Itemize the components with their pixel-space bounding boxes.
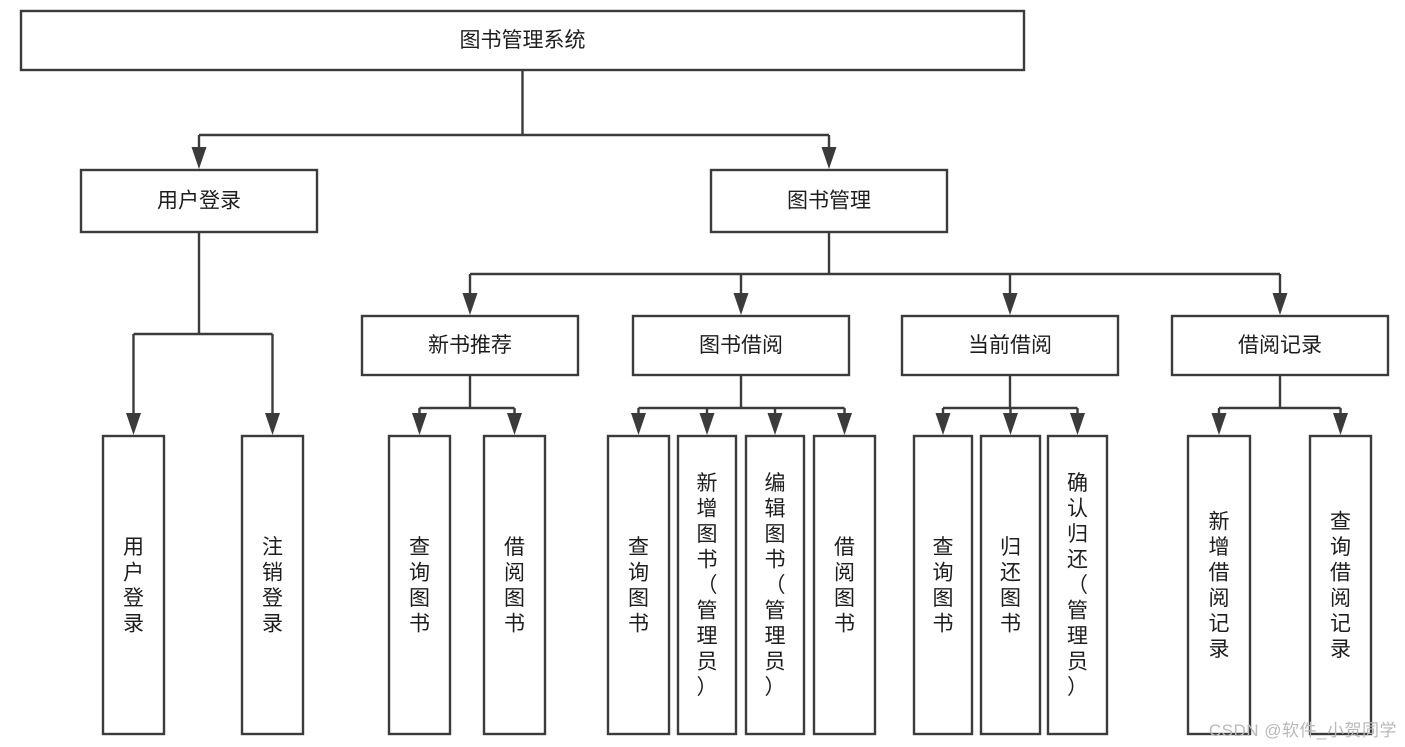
edge-arrowhead [837,413,852,435]
node-box-leaf-edit-book[interactable] [744,434,806,736]
node-current-borrow[interactable]: 当前借阅 [900,314,1120,377]
node-box-leaf-query-borrow-record[interactable] [1308,434,1373,736]
edge-arrowhead [1002,293,1018,315]
node-leaf-borrow-book[interactable]: 借阅图书 [812,434,877,736]
node-box-leaf-user-login[interactable] [101,434,166,736]
edge-arrowhead [935,413,951,435]
edge-arrowhead [412,413,427,435]
node-leaf-logout[interactable]: 注销登录 [240,434,305,736]
node-box-leaf-query-book-rec[interactable] [387,434,452,736]
csdn-watermark: CSDN @软件_小贺同学 [1208,721,1397,740]
node-label-leaf-add-borrow-record: 新增借阅记录 [1209,510,1230,661]
node-leaf-add-borrow-record[interactable]: 新增借阅记录 [1186,434,1252,736]
edge-arrowhead [1211,413,1227,435]
node-label-leaf-borrow-book: 借阅图书 [834,536,855,636]
node-user-login[interactable]: 用户登录 [79,168,319,234]
node-box-leaf-add-book[interactable] [676,434,738,736]
node-leaf-query-borrow-record[interactable]: 查询借阅记录 [1308,434,1373,736]
node-leaf-query-book-borrow[interactable]: 查询图书 [606,434,671,736]
edge-arrowhead [1272,293,1288,315]
node-box-leaf-query-book-current[interactable] [912,434,974,736]
node-label-leaf-logout: 注销登录 [262,536,283,636]
node-leaf-return-book[interactable]: 归还图书 [979,434,1042,736]
node-box-leaf-return-book[interactable] [979,434,1042,736]
node-new-book-recommend[interactable]: 新书推荐 [360,314,580,377]
node-borrow-record[interactable]: 借阅记录 [1170,314,1390,377]
node-label-leaf-confirm-return: 确认归还（管理员） [1067,472,1088,699]
edge-arrowhead [631,413,646,435]
node-label-current-borrow: 当前借阅 [968,334,1052,357]
node-book-borrow[interactable]: 图书借阅 [631,314,851,377]
node-leaf-query-book-current[interactable]: 查询图书 [912,434,974,736]
node-label-leaf-query-book-current: 查询图书 [933,536,954,636]
node-label-new-book-recommend: 新书推荐 [428,334,512,357]
node-label-leaf-query-book-rec: 查询图书 [409,536,430,636]
node-label-leaf-query-book-borrow: 查询图书 [628,536,649,636]
node-leaf-add-book[interactable]: 新增图书（管理员） [676,434,738,736]
node-label-root: 图书管理系统 [460,29,586,52]
nodes-layer: 图书管理系统用户登录图书管理新书推荐图书借阅当前借阅借阅记录用户登录注销登录查询… [19,9,1390,736]
node-box-user-login[interactable] [79,168,319,234]
node-leaf-user-login[interactable]: 用户登录 [101,434,166,736]
edge-arrowhead [265,413,280,435]
node-box-leaf-query-book-borrow[interactable] [606,434,671,736]
node-label-user-login: 用户登录 [157,190,241,213]
edge-arrowhead [507,413,522,435]
edge-arrowhead [191,147,207,169]
node-label-leaf-borrow-book-rec: 借阅图书 [504,536,525,636]
edge-arrowhead [733,293,749,315]
edge-arrowhead [821,147,837,169]
node-box-leaf-borrow-book-rec[interactable] [482,434,547,736]
edge-arrowhead [1070,413,1085,435]
node-box-leaf-logout[interactable] [240,434,305,736]
node-box-borrow-record[interactable] [1170,314,1390,377]
node-box-book-borrow[interactable] [631,314,851,377]
node-book-management[interactable]: 图书管理 [709,168,949,234]
edge-arrowhead [126,413,141,435]
edges-layer [126,70,1348,435]
node-label-book-borrow: 图书借阅 [699,334,783,357]
node-leaf-edit-book[interactable]: 编辑图书（管理员） [744,434,806,736]
node-box-leaf-confirm-return[interactable] [1046,434,1109,736]
node-leaf-borrow-book-rec[interactable]: 借阅图书 [482,434,547,736]
node-label-leaf-return-book: 归还图书 [1000,536,1021,636]
node-label-leaf-add-book: 新增图书（管理员） [697,472,718,699]
node-label-leaf-edit-book: 编辑图书（管理员） [765,472,786,699]
node-label-leaf-query-borrow-record: 查询借阅记录 [1330,510,1351,661]
edge-arrowhead [699,413,715,435]
node-label-book-management: 图书管理 [787,190,871,213]
node-label-leaf-user-login: 用户登录 [123,536,144,636]
node-leaf-query-book-rec[interactable]: 查询图书 [387,434,452,736]
node-box-leaf-add-borrow-record[interactable] [1186,434,1252,736]
node-box-leaf-borrow-book[interactable] [812,434,877,736]
edge-arrowhead [1003,413,1018,435]
node-box-root[interactable] [19,9,1026,72]
edge-arrowhead [767,413,783,435]
node-label-borrow-record: 借阅记录 [1238,334,1322,357]
node-leaf-confirm-return[interactable]: 确认归还（管理员） [1046,434,1109,736]
node-box-new-book-recommend[interactable] [360,314,580,377]
node-box-book-management[interactable] [709,168,949,234]
node-root[interactable]: 图书管理系统 [19,9,1026,72]
edge-arrowhead [1333,413,1348,435]
node-box-current-borrow[interactable] [900,314,1120,377]
edge-arrowhead [462,293,478,315]
